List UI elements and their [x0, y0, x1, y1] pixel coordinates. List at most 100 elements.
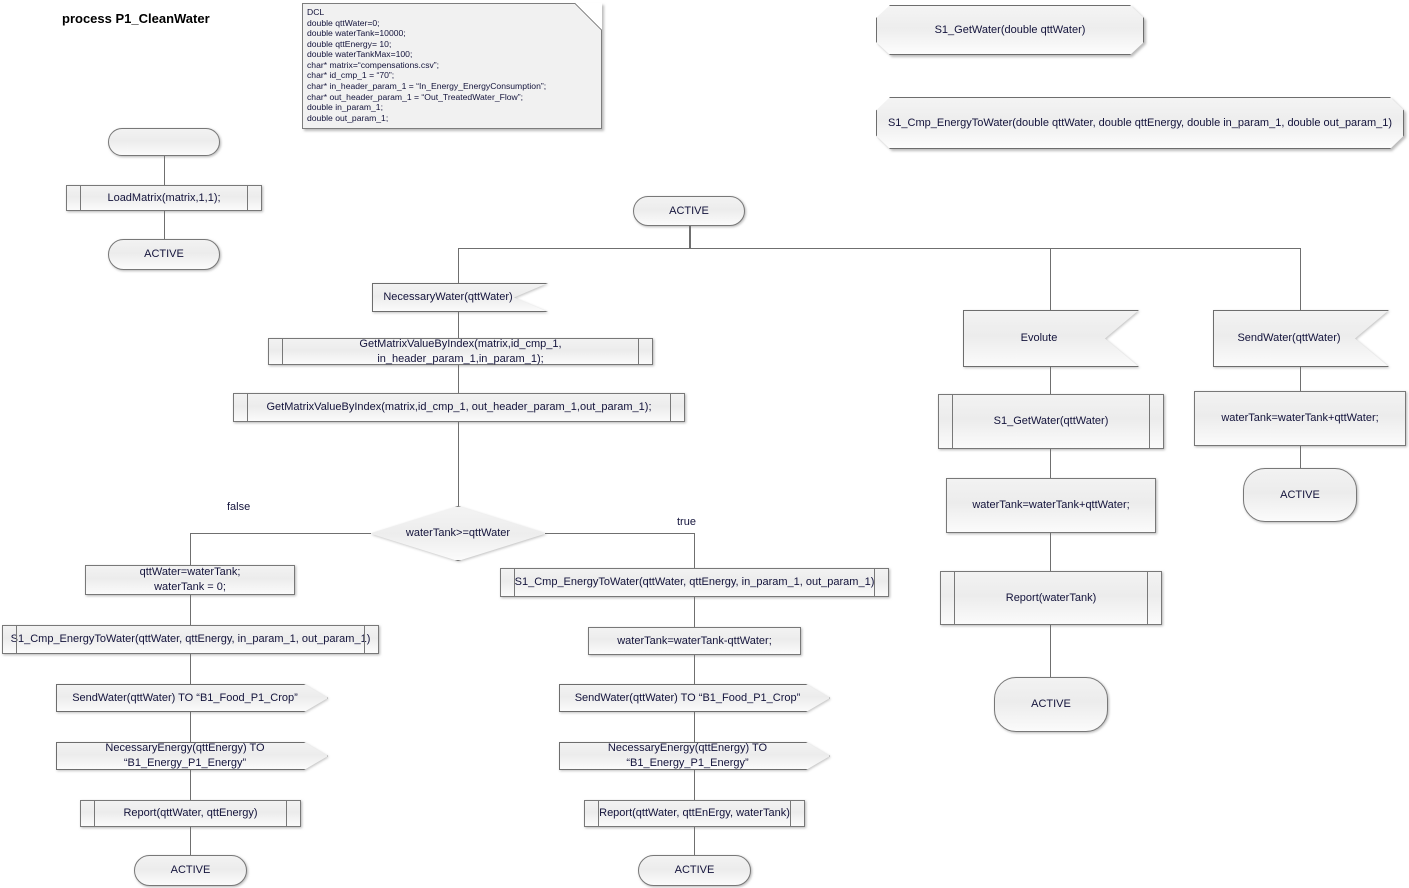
connector-decision-false-v: [190, 533, 191, 565]
decision-watertank-vs-qttwater: waterTank>=qttWater: [370, 506, 546, 561]
connector-start-to-loadmatrix: [164, 156, 165, 185]
connector-decision-false-h: [190, 533, 371, 534]
page-title: process P1_CleanWater: [62, 11, 210, 26]
task-add-watertank-sendwater: waterTank=waterTank+qttWater;: [1194, 391, 1406, 446]
procedure-get-matrix-value-out: GetMatrixValueByIndex(matrix,id_cmp_1, o…: [233, 393, 685, 422]
proc-bar-right: [1147, 572, 1148, 624]
connector-true-proc-to-task: [694, 597, 695, 627]
signal-declaration-cmp-energy-to-water: S1_Cmp_EnergyToWater(double qttWater, do…: [876, 97, 1404, 149]
start-symbol: [108, 128, 220, 156]
procedure-label: Report(qttWater, qttEnergy): [123, 807, 258, 820]
procedure-label: Report(waterTank): [1005, 591, 1097, 604]
proc-bar-left: [94, 801, 95, 826]
input-label: Evolute: [1020, 332, 1058, 345]
connector-bus-to-necessary-water: [458, 248, 459, 283]
connector-bus-to-evolute: [1050, 248, 1051, 310]
branch-label-false: false: [227, 501, 251, 513]
procedure-label: Report(qttWater, qttEnErgy, waterTank): [599, 807, 790, 820]
task-label: qttWater=waterTank; waterTank = 0;: [139, 566, 241, 593]
output-label: NecessaryEnergy(qttEnergy) TO “B1_Energy…: [105, 742, 265, 769]
connector-active-fanout-bus: [458, 248, 1301, 249]
task-subtract-watertank: waterTank=waterTank-qttWater;: [588, 627, 801, 655]
proc-bar-right: [286, 801, 287, 826]
branch-label-true: true: [677, 516, 696, 528]
procedure-label: S1_Cmp_EnergyToWater(qttWater, qttEnergy…: [514, 576, 875, 589]
proc-bar-left: [282, 339, 283, 364]
state-active-false-branch: ACTIVE: [134, 855, 247, 886]
signal-box-body: [876, 97, 1404, 149]
connector-false-report-to-active: [190, 827, 191, 855]
procedure-cmp-energy-to-water-true: S1_Cmp_EnergyToWater(qttWater, qttEnergy…: [500, 568, 889, 597]
connector-false-proc-to-output: [190, 654, 191, 684]
procedure-label: GetMatrixValueByIndex(matrix,id_cmp_1, i…: [359, 337, 562, 365]
connector-getwater-to-task: [1050, 449, 1051, 478]
state-label: ACTIVE: [144, 248, 184, 261]
connector-decision-true-h: [545, 533, 694, 534]
proc-bar-left: [16, 626, 17, 653]
state-label: ACTIVE: [170, 864, 211, 877]
connector-getmatrix-in-to-out: [458, 365, 459, 393]
input-evolute: Evolute: [963, 310, 1139, 367]
proc-bar-right: [790, 801, 791, 826]
connector-active-down: [689, 226, 691, 248]
proc-bar-left: [598, 801, 599, 826]
state-label: ACTIVE: [674, 864, 715, 877]
procedure-load-matrix: LoadMatrix(matrix,1,1);: [66, 185, 262, 211]
state-label: ACTIVE: [1280, 488, 1320, 501]
proc-bar-right: [364, 626, 365, 653]
decision-label: waterTank>=qttWater: [405, 527, 511, 540]
connector-false-sendwater-to-necessaryenergy: [190, 712, 191, 742]
dcl-note-text: DCL double qttWater=0; double waterTank=…: [307, 7, 547, 123]
page-fold-icon: [575, 3, 602, 30]
proc-bar-right: [1149, 395, 1150, 448]
output-send-water-true: SendWater(qttWater) TO “B1_Food_P1_Crop”: [559, 684, 830, 712]
output-shape-body: [56, 684, 328, 712]
input-send-water: SendWater(qttWater): [1213, 310, 1389, 367]
proc-bar-left: [514, 569, 515, 596]
output-necessary-energy-false: NecessaryEnergy(qttEnergy) TO “B1_Energy…: [56, 742, 328, 770]
proc-bar-right: [670, 394, 671, 421]
output-label: SendWater(qttWater) TO “B1_Food_P1_Crop”: [72, 691, 298, 704]
connector-task-to-report-evolute: [1050, 533, 1051, 571]
state-active-init: ACTIVE: [108, 239, 220, 270]
connector-evolute-to-getwater: [1050, 367, 1051, 394]
proc-bar-left: [247, 394, 248, 421]
proc-bar-left: [80, 186, 81, 210]
connector-decision-true-v: [694, 533, 695, 568]
procedure-report-false: Report(qttWater, qttEnergy): [80, 800, 301, 827]
input-label: NecessaryWater(qttWater): [383, 291, 513, 304]
task-label: waterTank=waterTank+qttWater;: [1221, 412, 1379, 425]
state-label: ACTIVE: [669, 204, 709, 217]
output-shape-body: [559, 684, 830, 712]
connector-false-task-to-proc: [190, 595, 191, 625]
output-label: NecessaryEnergy(qttEnergy) TO “B1_Energy…: [607, 742, 768, 769]
signal-label: S1_GetWater(double qttWater): [934, 23, 1086, 36]
task-label: waterTank=waterTank+qttWater;: [972, 499, 1130, 512]
state-label: ACTIVE: [1031, 698, 1071, 711]
procedure-label: S1_GetWater(qttWater): [993, 415, 1109, 428]
proc-bar-left: [954, 572, 955, 624]
procedure-report-evolute: Report(waterTank): [940, 571, 1162, 625]
connector-true-sendwater-to-necessaryenergy: [694, 712, 695, 742]
signal-box-body: [876, 5, 1144, 55]
signal-declaration-get-water: S1_GetWater(double qttWater): [876, 5, 1144, 55]
procedure-label: GetMatrixValueByIndex(matrix,id_cmp_1, o…: [266, 401, 652, 414]
input-shape-body: [963, 310, 1139, 367]
procedure-report-true: Report(qttWater, qttEnErgy, waterTank): [584, 800, 805, 827]
connector-report-to-active-evolute: [1050, 625, 1051, 677]
connector-task-to-active-sendwater: [1300, 446, 1301, 468]
signal-label: S1_Cmp_EnergyToWater(double qttWater, do…: [887, 116, 1393, 129]
connector-true-task-to-output: [694, 655, 695, 684]
connector-false-necessaryenergy-to-report: [190, 770, 191, 800]
proc-bar-left: [952, 395, 953, 448]
proc-bar-right: [874, 569, 875, 596]
dcl-note-body: [302, 3, 602, 129]
output-send-water-false: SendWater(qttWater) TO “B1_Food_P1_Crop”: [56, 684, 328, 712]
connector-true-report-to-active: [694, 827, 695, 855]
procedure-s1-get-water: S1_GetWater(qttWater): [938, 394, 1164, 449]
state-active-main: ACTIVE: [633, 196, 745, 226]
output-shape-body: [559, 742, 830, 770]
connector-sendwater-to-task: [1300, 367, 1301, 391]
connector-loadmatrix-to-active: [164, 211, 165, 239]
